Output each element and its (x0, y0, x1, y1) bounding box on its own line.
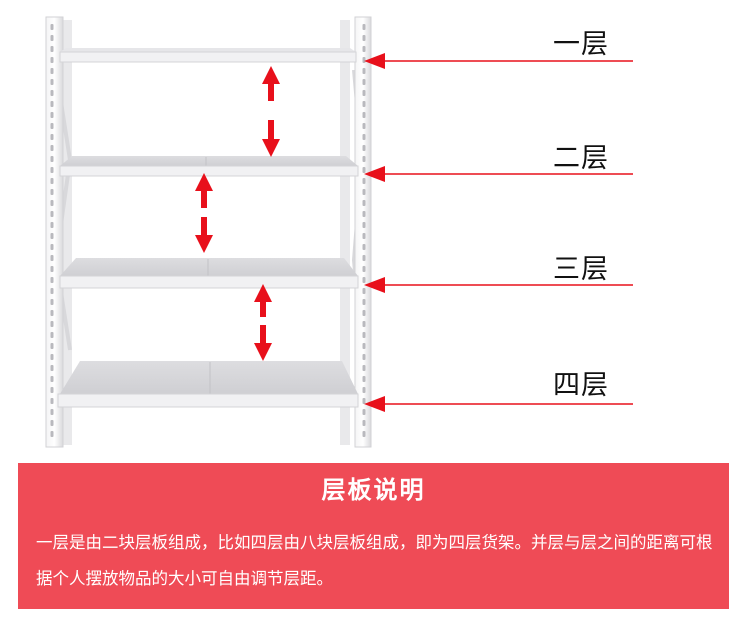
label-layer-4: 四层 (553, 370, 609, 401)
info-description: 一层是由二块层板组成，比如四层由八块层板组成，即为四层货架。并层与层之间的距离可… (36, 533, 713, 588)
spacing-arrow-3-4 (254, 284, 272, 361)
shelf-layer-3 (59, 258, 359, 289)
info-panel: 层板说明 一层是由二块层板组成，比如四层由八块层板组成，即为四层货架。并层与层之… (18, 463, 729, 609)
label-layer-3: 三层 (553, 254, 609, 285)
rack-frame (45, 16, 372, 448)
shelf-layer-4 (57, 361, 359, 408)
info-title: 层板说明 (321, 476, 426, 504)
side-bracing (53, 69, 365, 351)
spacing-arrow-1-2 (262, 66, 280, 157)
pointer-layer-3 (364, 277, 633, 293)
spacing-arrow-2-3 (195, 173, 213, 253)
shelf-layer-2 (59, 156, 359, 177)
label-layer-1: 一层 (553, 29, 609, 60)
shelf-layer-1 (59, 48, 357, 63)
pointer-layer-4 (364, 396, 633, 412)
shelving-diagram (45, 16, 633, 448)
pointer-layer-2 (364, 166, 633, 182)
pointer-layer-1 (364, 53, 633, 69)
label-layer-2: 二层 (553, 143, 609, 174)
